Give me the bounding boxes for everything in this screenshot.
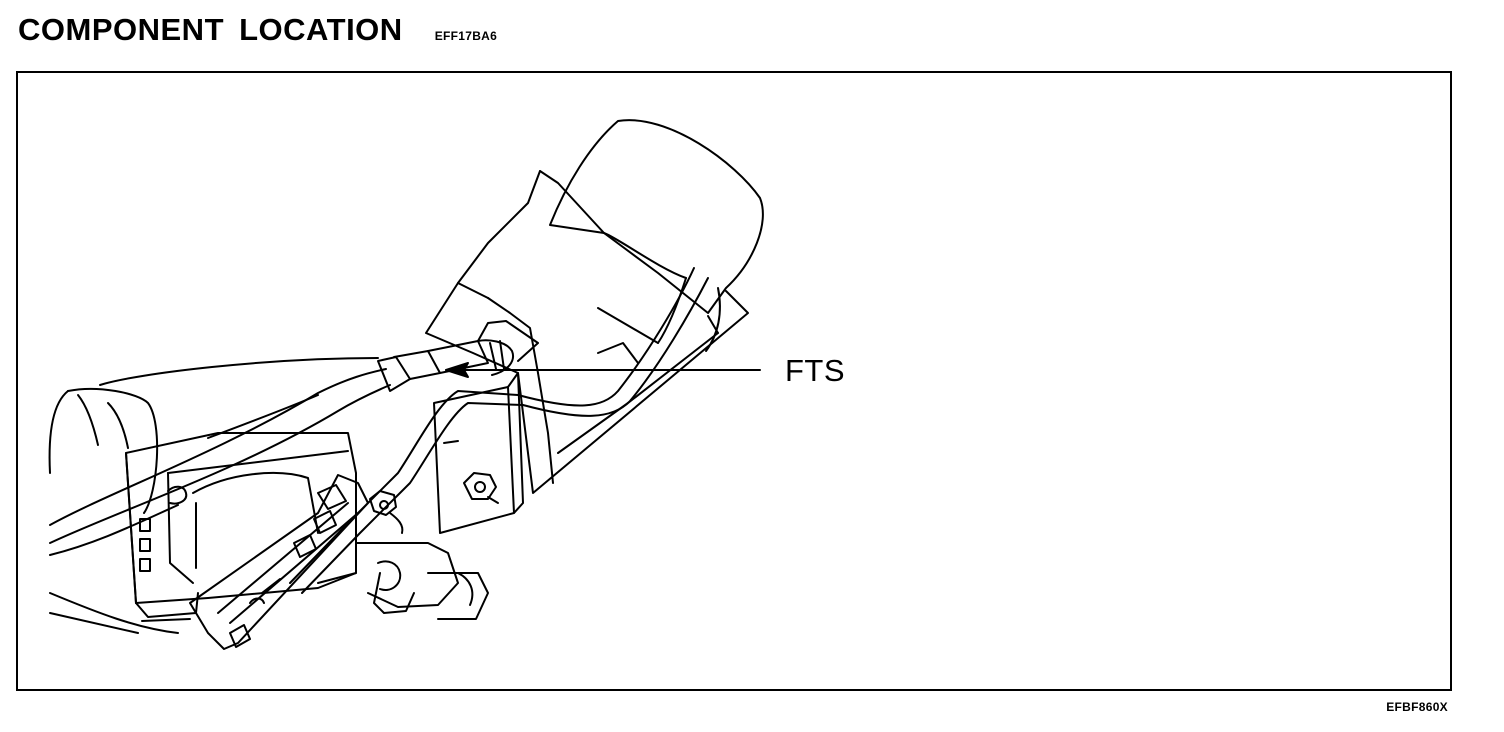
arrow-left-icon xyxy=(445,362,469,378)
page-header: COMPONENT LOCATION EFF17BA6 xyxy=(18,10,497,50)
section-code: EFF17BA6 xyxy=(434,29,498,43)
mounting-bolts xyxy=(369,472,499,534)
wiring-harness xyxy=(49,368,391,556)
vertical-bracket xyxy=(433,372,524,534)
mounting-strap xyxy=(189,474,369,650)
fuel-pipe xyxy=(289,267,709,594)
figure-id: EFBF860X xyxy=(1386,700,1448,714)
lower-fitting xyxy=(317,542,489,620)
fts-callout-label: FTS xyxy=(785,353,846,388)
tank-cylinder xyxy=(48,357,379,634)
upper-cover xyxy=(549,119,764,352)
component-illustration xyxy=(48,119,764,650)
fts-callout-arrow xyxy=(445,362,761,378)
page-title: COMPONENT LOCATION xyxy=(18,12,403,47)
fts-sensor xyxy=(377,320,539,392)
bracket-plate xyxy=(425,170,749,494)
diagram-frame: FTS xyxy=(16,71,1452,691)
